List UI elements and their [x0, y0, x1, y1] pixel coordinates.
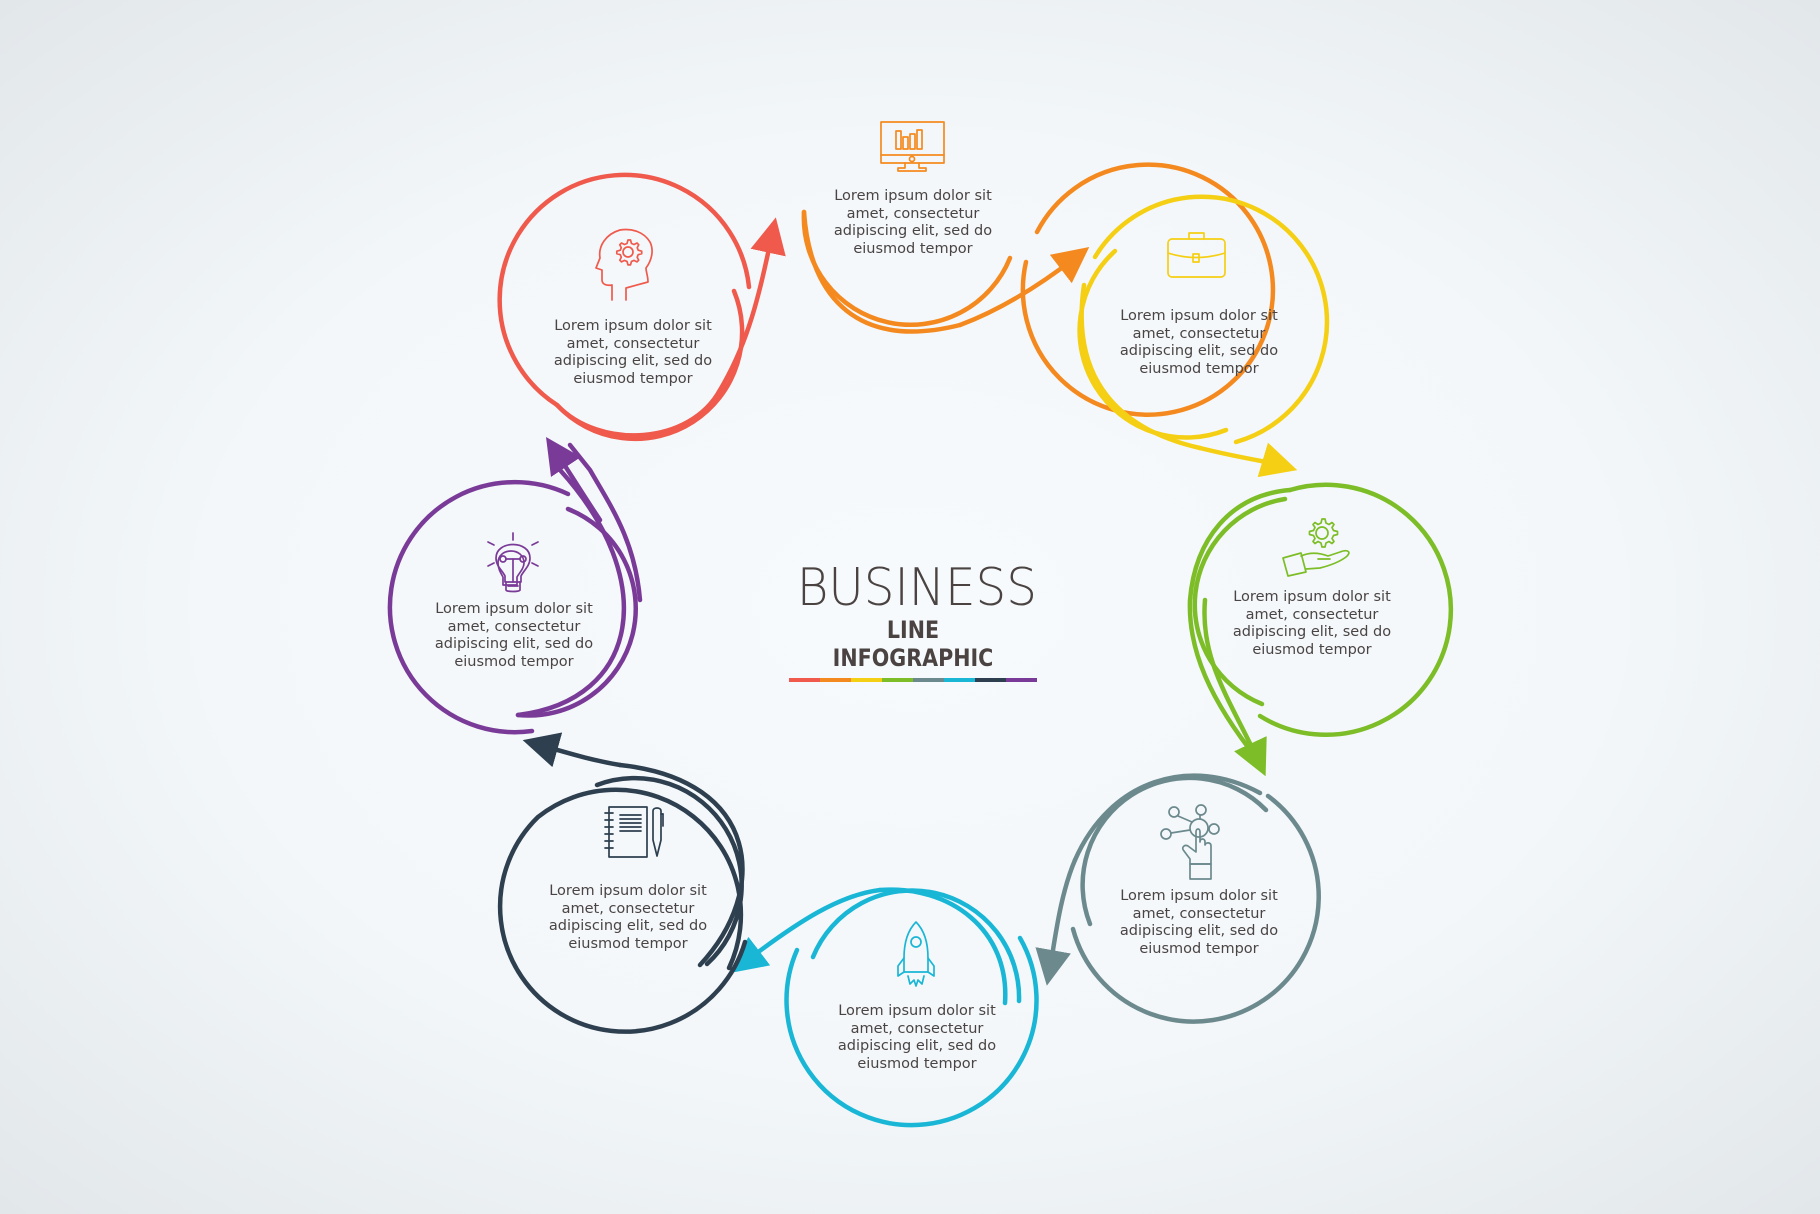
text-line: amet, consectetur: [566, 335, 700, 352]
text-line: amet, consectetur: [1245, 606, 1379, 623]
text-line: Lorem ipsum dolor sit: [838, 1003, 996, 1019]
text-line: Lorem ipsum dolor sit: [834, 188, 992, 204]
text-line: adipiscing elit, sed do: [833, 223, 993, 239]
step-4-text: Lorem ipsum dolor sit amet, consectetur …: [1099, 888, 1299, 958]
briefcase-icon: [1167, 232, 1226, 278]
text-line: adipiscing elit, sed do: [1119, 343, 1279, 359]
text-line: Lorem ipsum dolor sit: [554, 318, 712, 334]
text-line: adipiscing elit, sed do: [434, 636, 594, 652]
step-7-text: Lorem ipsum dolor sit amet, consectetur …: [414, 601, 614, 671]
title-main: BUSINESS: [796, 558, 1037, 618]
text-line: amet, consectetur: [850, 1020, 984, 1037]
step-8-circle: [497, 172, 786, 442]
text-line: Lorem ipsum dolor sit: [549, 883, 707, 899]
step-1-circle: [801, 162, 1276, 417]
color-bar: [789, 678, 1037, 682]
text-line: adipiscing elit, sed do: [548, 918, 708, 934]
step-2-text: Lorem ipsum dolor sit amet, consectetur …: [1099, 308, 1299, 378]
text-line: Lorem ipsum dolor sit: [435, 601, 593, 617]
notebook-pen-icon: [604, 806, 664, 858]
text-line: eiusmod tempor: [1139, 940, 1259, 957]
text-line: amet, consectetur: [846, 205, 980, 222]
text-line: eiusmod tempor: [568, 935, 688, 952]
text-line: eiusmod tempor: [857, 1055, 977, 1072]
step-1-text: Lorem ipsum dolor sit amet, consectetur …: [813, 188, 1013, 258]
lightbulb-icon: [487, 532, 539, 593]
step-8-text: Lorem ipsum dolor sit amet, consectetur …: [533, 318, 733, 388]
step-7-circle: [387, 437, 643, 735]
head-gear-icon: [595, 228, 653, 301]
step-2-circle: [1077, 194, 1330, 478]
title-subtitle: LINE INFOGRAPHIC: [832, 616, 994, 672]
text-line: adipiscing elit, sed do: [553, 353, 713, 369]
color-bar-segment: [789, 678, 820, 682]
text-line: eiusmod tempor: [573, 370, 693, 387]
color-bar-segment: [913, 678, 944, 682]
text-line: Lorem ipsum dolor sit: [1120, 308, 1278, 324]
monitor-chart-icon: [880, 121, 945, 172]
center-title: BUSINESS LINE INFOGRAPHIC: [788, 560, 1038, 682]
text-line: Lorem ipsum dolor sit: [1233, 589, 1391, 605]
text-line: eiusmod tempor: [853, 240, 973, 257]
text-line: eiusmod tempor: [1139, 360, 1259, 377]
text-line: amet, consectetur: [447, 618, 581, 635]
text-line: eiusmod tempor: [1252, 641, 1372, 658]
text-line: adipiscing elit, sed do: [1232, 624, 1392, 640]
text-line: eiusmod tempor: [454, 653, 574, 670]
color-bar-segment: [820, 678, 851, 682]
step-4-circle: [1035, 773, 1321, 1024]
text-line: Lorem ipsum dolor sit: [1120, 888, 1278, 904]
color-bar-segment: [975, 678, 1006, 682]
touch-network-icon: [1160, 804, 1220, 880]
color-bar-segment: [944, 678, 975, 682]
step-6-circle: [497, 732, 748, 1034]
step-6-text: Lorem ipsum dolor sit amet, consectetur …: [528, 883, 728, 953]
step-3-text: Lorem ipsum dolor sit amet, consectetur …: [1212, 589, 1412, 659]
color-bar-segment: [882, 678, 913, 682]
step-5-text: Lorem ipsum dolor sit amet, consectetur …: [817, 1003, 1017, 1073]
text-line: adipiscing elit, sed do: [1119, 923, 1279, 939]
hand-gear-icon: [1282, 518, 1350, 577]
text-line: adipiscing elit, sed do: [837, 1038, 997, 1054]
rocket-icon: [897, 921, 935, 987]
text-line: amet, consectetur: [561, 900, 695, 917]
step-5-circle: [730, 887, 1039, 1128]
text-line: amet, consectetur: [1132, 325, 1266, 342]
step-3-circle: [1187, 482, 1454, 777]
color-bar-segment: [1006, 678, 1037, 682]
color-bar-segment: [851, 678, 882, 682]
text-line: amet, consectetur: [1132, 905, 1266, 922]
